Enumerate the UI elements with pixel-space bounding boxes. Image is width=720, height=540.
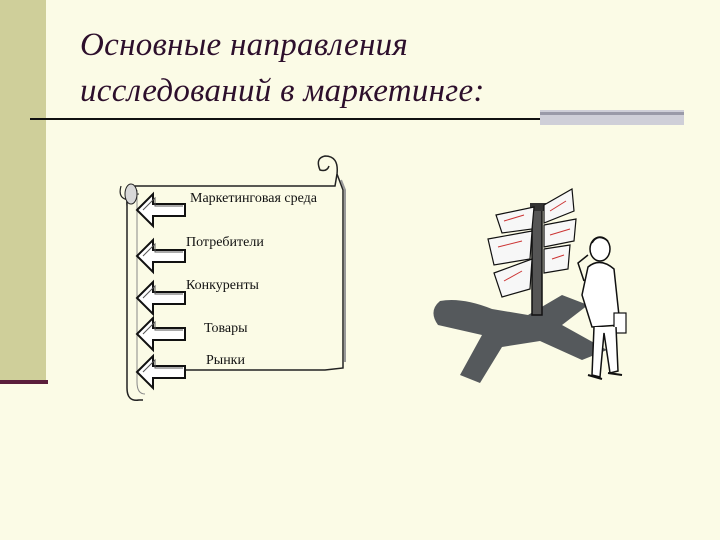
- title-accent-stripe: [540, 112, 684, 115]
- arrow-left-icon: [135, 237, 186, 275]
- direction-label: Конкуренты: [186, 278, 259, 293]
- signpost-illustration: [433, 188, 627, 383]
- decorative-side-bar: [0, 0, 46, 380]
- arrow-left-icon: [135, 315, 186, 353]
- decorative-side-line: [0, 380, 48, 384]
- direction-label: Товары: [204, 321, 248, 336]
- slide-title-line-2: исследований в маркетинге:: [80, 73, 485, 109]
- direction-label: Маркетинговая среда: [190, 191, 317, 206]
- slide-title: Основные направления исследований в марк…: [80, 22, 640, 114]
- direction-label: Рынки: [206, 353, 245, 368]
- direction-label: Потребители: [186, 235, 264, 250]
- arrow-left-icon: [135, 279, 186, 317]
- title-underline: [30, 118, 540, 120]
- scroll-icon: [119, 155, 346, 401]
- arrow-left-icon: [135, 353, 186, 391]
- arrow-left-icon: [135, 191, 186, 229]
- slide-title-line-1: Основные направления: [80, 27, 409, 63]
